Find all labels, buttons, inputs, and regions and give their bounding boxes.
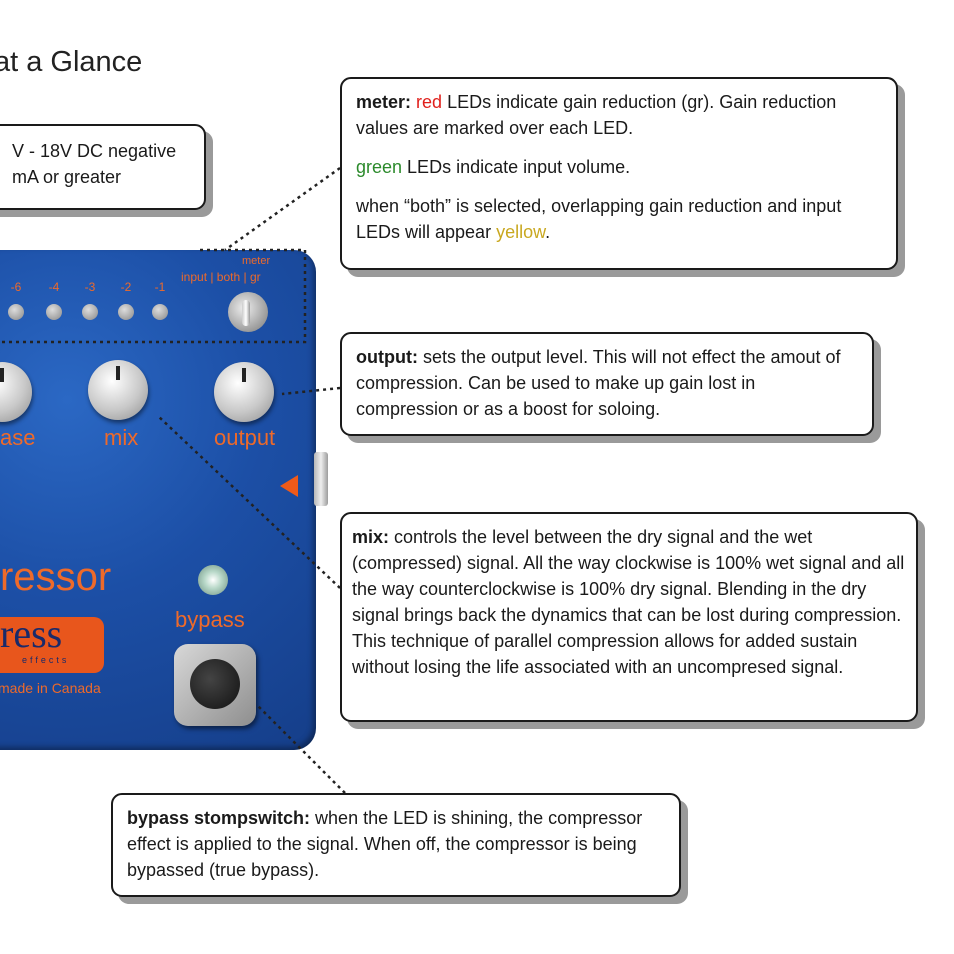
footswitch-cap[interactable]: [190, 659, 240, 709]
led-label: -6: [10, 280, 22, 294]
meter-led: [152, 304, 168, 320]
mix-callout: mix: controls the level between the dry …: [340, 512, 918, 722]
bypass-led: [198, 565, 228, 595]
output-callout: output: sets the output level. This will…: [340, 332, 874, 436]
meter-callout-text-1: LEDs indicate gain reduction (gr). Gain …: [356, 92, 837, 138]
meter-callout-text-3: when “both” is selected, overlapping gai…: [356, 196, 842, 242]
meter-switch-title: meter: [242, 255, 271, 267]
pedal-brand-name: ressor: [0, 555, 112, 599]
output-knob[interactable]: [214, 362, 274, 422]
meter-led: [46, 304, 62, 320]
input-jack: [314, 452, 328, 506]
output-knob-label: output: [214, 425, 276, 450]
meter-callout-text-3-end: .: [545, 222, 551, 242]
release-knob-label: ase: [0, 425, 36, 450]
mix-callout-title: mix:: [352, 527, 390, 547]
mix-callout-text: controls the level between the dry signa…: [352, 527, 905, 677]
output-callout-text: sets the output level. This will not eff…: [356, 347, 841, 419]
led-label: -4: [48, 280, 60, 294]
power-line-2: mA or greater: [12, 167, 122, 187]
logo-subtext: effects: [22, 655, 70, 665]
meter-led: [82, 304, 98, 320]
logo-plate: [0, 617, 104, 673]
bypass-callout-title: bypass stompswitch:: [127, 808, 311, 828]
power-line-1: V - 18V DC negative: [12, 141, 177, 161]
meter-leader-line: [224, 166, 341, 252]
yellow-word: yellow: [496, 222, 546, 242]
led-label: -3: [84, 280, 96, 294]
led-label: -2: [120, 280, 132, 294]
bypass-callout-text: when the LED is shining, the compressor …: [127, 808, 643, 880]
mix-knob[interactable]: [88, 360, 148, 420]
arrow-icon: [280, 475, 298, 497]
meter-callout: meter: red LEDs indicate gain reduction …: [340, 77, 898, 270]
led-label: -1: [154, 280, 166, 294]
meter-callout-text-2: LEDs indicate input volume.: [402, 157, 631, 177]
logo: ress: [0, 611, 63, 656]
mix-knob-label: mix: [104, 425, 139, 450]
page-heading: at a Glance: [0, 46, 143, 78]
bypass-callout: bypass stompswitch: when the LED is shin…: [111, 793, 681, 897]
meter-switch-options: input | both | gr: [181, 270, 261, 284]
bypass-label: bypass: [175, 607, 245, 632]
power-callout: V - 18V DC negative mA or greater: [0, 124, 206, 210]
meter-led: [118, 304, 134, 320]
output-callout-title: output:: [356, 347, 418, 367]
green-word: green: [356, 157, 403, 177]
meter-toggle-lever[interactable]: [242, 300, 250, 326]
pedal-body: [0, 250, 316, 750]
meter-led: [8, 304, 24, 320]
red-word: red: [416, 92, 443, 112]
made-in-label: made in Canada: [0, 680, 101, 696]
meter-callout-title: meter:: [356, 92, 412, 112]
